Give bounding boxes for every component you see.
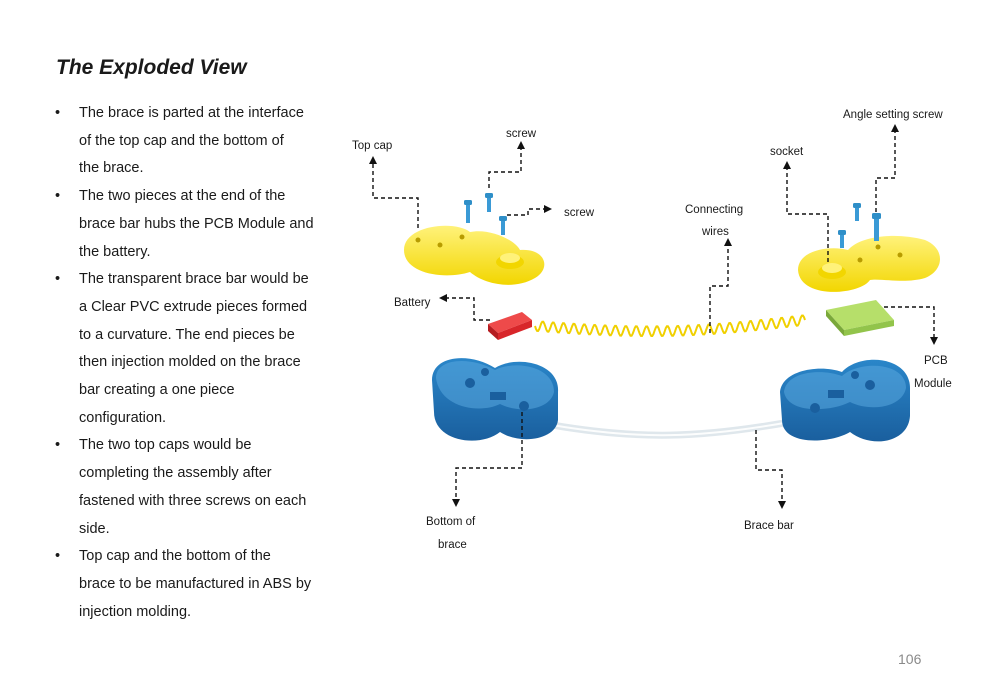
- bullet-line: the battery.: [52, 239, 327, 267]
- label-connecting-wires-2: wires: [701, 226, 729, 238]
- leader-screw-upper: [488, 141, 525, 188]
- bullet-line: brace bar hubs the PCB Module and: [52, 211, 327, 239]
- right-top-cap: [798, 235, 940, 292]
- bullet-line: brace to be manufactured in ABS by: [52, 571, 327, 599]
- left-bottom-shell: [432, 358, 559, 441]
- label-battery: Battery: [394, 297, 431, 309]
- label-brace-bar: Brace bar: [744, 520, 794, 532]
- bullet-text: of the top cap and the bottom of: [79, 132, 284, 149]
- bullet-text: fastened with three screws on each: [79, 492, 307, 509]
- bullet-line: • The transparent brace bar would be: [52, 266, 327, 294]
- leader-bottom-of-brace: [452, 412, 523, 507]
- bullet-text: to a curvature. The end pieces be: [79, 326, 295, 343]
- bullet-text: a Clear PVC extrude pieces formed: [79, 298, 308, 315]
- bullet-text: then injection molded on the brace: [79, 354, 301, 371]
- leader-brace-bar: [755, 430, 786, 509]
- bullet-line: side.: [52, 516, 327, 544]
- label-angle-setting-screw: Angle setting screw: [843, 109, 943, 121]
- leader-angle-setting-screw: [875, 124, 899, 212]
- bullet-line: a Clear PVC extrude pieces formed: [52, 294, 327, 322]
- bullet-dot: •: [55, 105, 61, 121]
- bullet-text: configuration.: [79, 409, 167, 426]
- bullet-text: completing the assembly after: [79, 465, 272, 482]
- bullet-text: the brace.: [79, 160, 144, 177]
- angle-setting-screw-icon: [872, 213, 881, 241]
- bullet-line: to a curvature. The end pieces be: [52, 322, 327, 350]
- bullet-text: brace to be manufactured in ABS by: [79, 575, 312, 592]
- bullet-line: of the top cap and the bottom of: [52, 128, 327, 156]
- leader-screw-right: [507, 205, 552, 216]
- bullet-text: the battery.: [79, 243, 151, 260]
- label-pcb-1: PCB: [924, 355, 948, 367]
- label-bottom-of-brace-2: brace: [438, 539, 467, 551]
- bullet-dot: •: [55, 437, 61, 454]
- page-number: 106: [898, 651, 922, 667]
- bullet-text: Top cap and the bottom of the: [79, 548, 271, 565]
- bullet-text: The brace is parted at the interface: [79, 105, 304, 121]
- screw-icon: [838, 230, 846, 248]
- bullet-text: The two top caps would be: [79, 437, 252, 454]
- leader-top-cap: [369, 156, 419, 228]
- bullet-text: The transparent brace bar would be: [79, 271, 309, 288]
- label-socket: socket: [770, 146, 804, 158]
- screw-icon: [853, 203, 861, 221]
- bullet-line: • The two pieces at the end of the: [52, 183, 327, 211]
- bullet-line: • The two top caps would be: [52, 432, 327, 460]
- label-connecting-wires-1: Connecting: [685, 204, 743, 216]
- screw-icon: [499, 216, 507, 235]
- bullet-dot: •: [55, 188, 61, 205]
- leader-connecting-wires: [709, 238, 732, 333]
- label-top-cap: Top cap: [352, 140, 392, 152]
- label-pcb-2: Module: [914, 378, 952, 390]
- bullet-line: fastened with three screws on each: [52, 488, 327, 516]
- left-top-cap: [404, 225, 545, 285]
- bullet-dot: •: [55, 271, 61, 288]
- bullet-text: injection molding.: [79, 603, 192, 620]
- bullet-line: then injection molded on the brace: [52, 349, 327, 377]
- bullet-text: The two pieces at the end of the: [79, 188, 286, 205]
- bullet-line: completing the assembly after: [52, 460, 327, 488]
- right-bottom-shell: [780, 359, 910, 442]
- leader-battery: [439, 294, 490, 321]
- leader-pcb-module: [884, 306, 938, 345]
- label-screw-upper: screw: [506, 128, 537, 140]
- bullet-line: bar creating a one piece: [52, 377, 327, 405]
- bullet-line: the brace.: [52, 155, 327, 183]
- screw-icon: [464, 200, 472, 223]
- label-bottom-of-brace-1: Bottom of: [426, 516, 476, 528]
- bullet-list: • The brace is parted at the interface of …: [52, 100, 327, 626]
- label-screw-right: screw: [564, 207, 595, 219]
- page-title: The Exploded View: [56, 56, 247, 79]
- screw-icon: [485, 193, 493, 212]
- bullet-text: side.: [79, 520, 110, 537]
- bullet-line: injection molding.: [52, 599, 327, 627]
- leader-socket: [783, 161, 829, 262]
- bullet-text: bar creating a one piece: [79, 382, 235, 399]
- bullet-line: configuration.: [52, 405, 327, 433]
- bullet-line: • Top cap and the bottom of the: [52, 543, 327, 571]
- bullet-text: brace bar hubs the PCB Module and: [79, 215, 314, 232]
- battery: [488, 312, 532, 340]
- bullet-dot: •: [55, 548, 61, 565]
- connecting-wires: [534, 314, 806, 338]
- bullet-line: • The brace is parted at the interface: [52, 100, 327, 128]
- pcb-module: [826, 300, 894, 336]
